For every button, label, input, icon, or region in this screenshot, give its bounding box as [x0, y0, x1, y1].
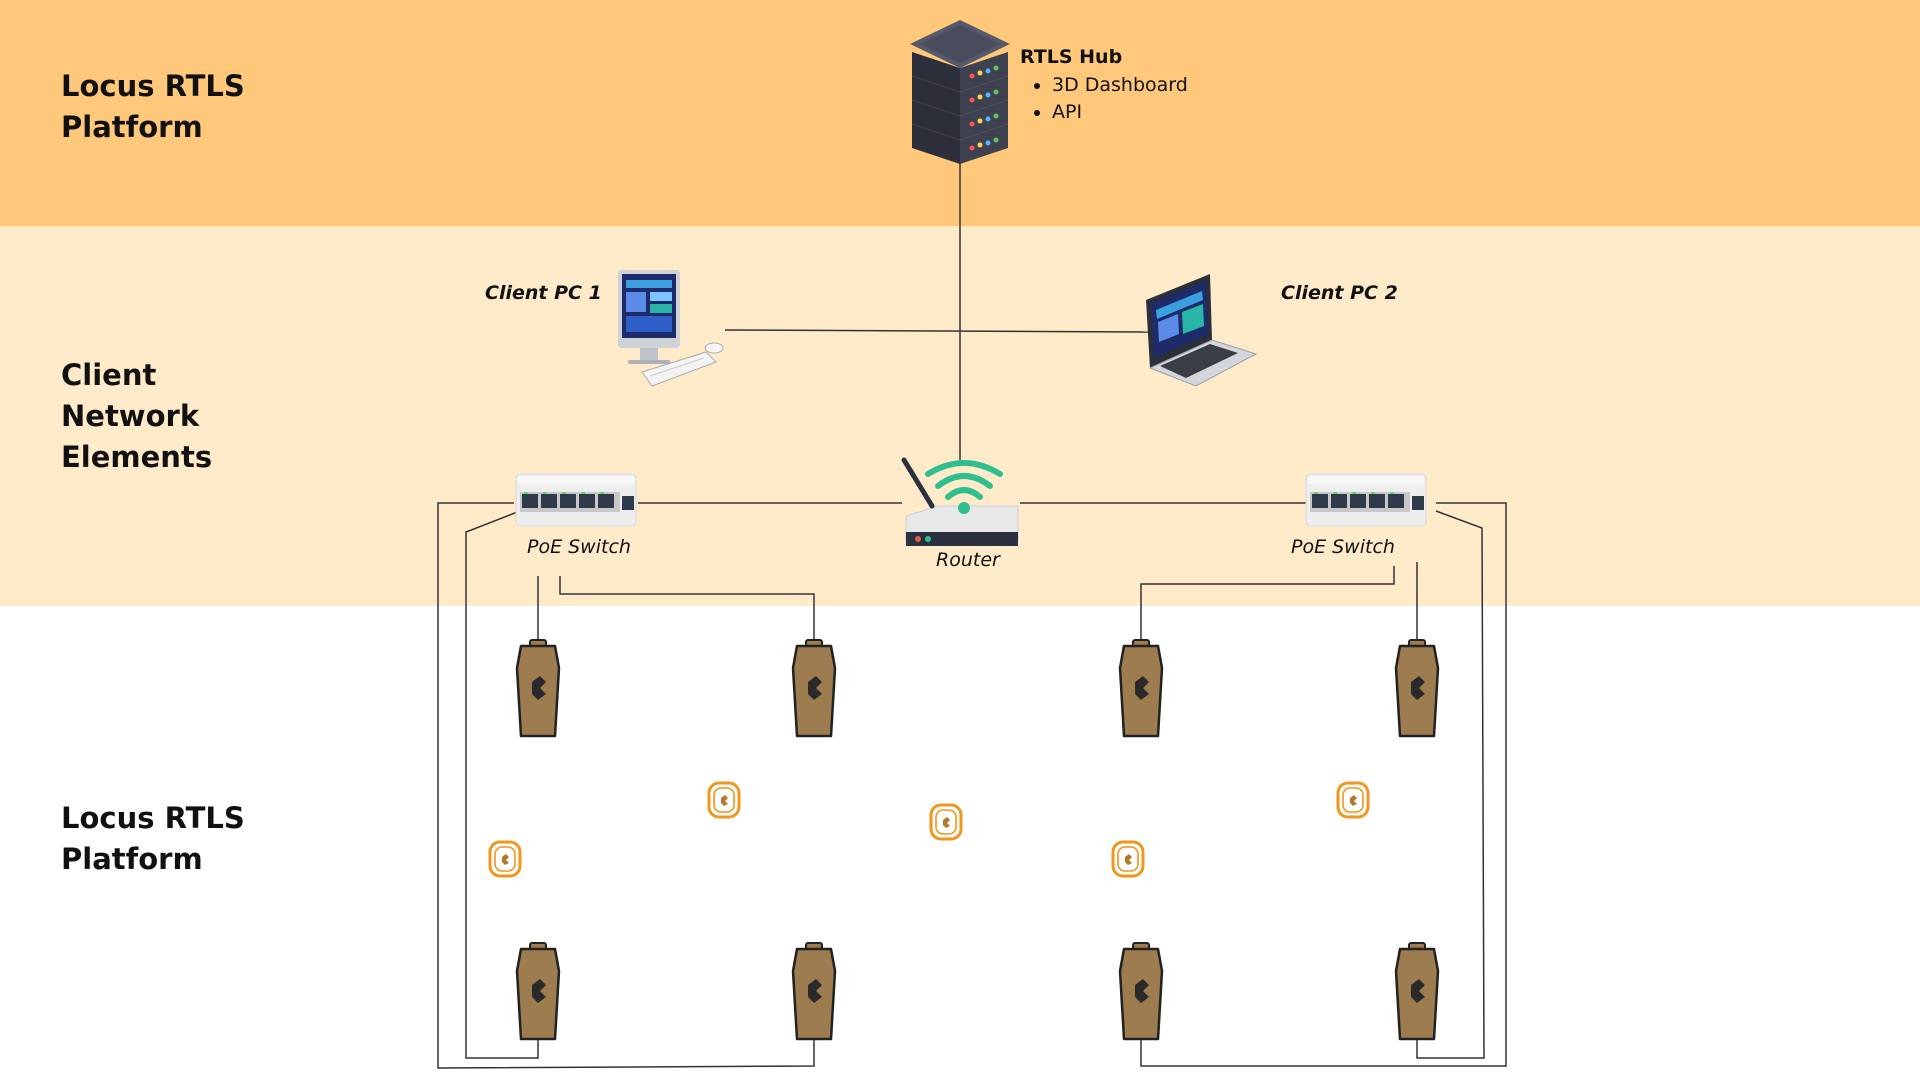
switch2-to-anchor-line: [1416, 510, 1485, 1059]
rtls-tag-icon: [929, 803, 963, 841]
poe-switch-1-label: PoE Switch: [527, 536, 631, 558]
band-label-middle: Client Network Elements: [61, 355, 212, 478]
switch2-to-anchor-line: [1140, 566, 1395, 640]
client-pc-2-label: Client PC 2: [1281, 282, 1398, 304]
pc1-to-pc2-line: [724, 329, 1151, 333]
band-label-line: Locus RTLS: [61, 69, 245, 103]
switch1-to-anchor-line: [437, 502, 815, 1069]
band-label-top: Locus RTLS Platform: [61, 66, 245, 148]
router-icon: [901, 457, 1019, 546]
router-label: Router: [936, 549, 1000, 571]
rtls-anchor-icon: [515, 941, 561, 1041]
rtls-hub-title: RTLS Hub: [1020, 46, 1123, 68]
band-label-line: Platform: [61, 110, 203, 144]
rtls-hub-feature: API: [1052, 99, 1188, 126]
rtls-anchor-icon: [515, 638, 561, 738]
switch1-to-anchor-line: [559, 576, 815, 640]
band-label-line: Elements: [61, 440, 213, 474]
rtls-anchor-icon: [1118, 941, 1164, 1041]
rtls-anchor-icon: [791, 941, 837, 1041]
tags-layer: [488, 781, 1370, 878]
band-label-line: Network: [61, 399, 200, 433]
rtls-anchor-icon: [1394, 638, 1440, 738]
connection-lines: [437, 160, 1507, 1069]
rtls-hub-info: RTLS Hub 3D Dashboard API: [1020, 44, 1188, 126]
switch1-to-anchor-line: [465, 510, 539, 1059]
rtls-anchor-icon: [1394, 941, 1440, 1041]
laptop-icon: [1146, 274, 1258, 387]
rtls-tag-icon: [1111, 840, 1145, 878]
band-label-line: Platform: [61, 842, 203, 876]
poe-switch-icon: [1305, 473, 1427, 527]
rtls-tag-icon: [1336, 781, 1370, 819]
poe-switch-2-label: PoE Switch: [1291, 536, 1395, 558]
anchors-layer: [515, 638, 1440, 1041]
rtls-tag-icon: [707, 781, 741, 819]
rtls-hub-feature: 3D Dashboard: [1052, 72, 1188, 99]
desktop-computer-icon: [618, 270, 724, 387]
client-pc-1-label: Client PC 1: [485, 282, 602, 304]
band-label-line: Client: [61, 358, 157, 392]
switch2-to-anchor-line: [1140, 502, 1507, 1067]
band-label-bottom: Locus RTLS Platform: [61, 798, 245, 880]
band-label-line: Locus RTLS: [61, 801, 245, 835]
poe-switch-icon: [515, 473, 637, 527]
rtls-hub-feature-list: 3D Dashboard API: [1020, 72, 1188, 126]
rtls-hub-server: [910, 20, 1010, 164]
rtls-tag-icon: [488, 840, 522, 878]
rtls-anchor-icon: [1118, 638, 1164, 738]
rtls-anchor-icon: [791, 638, 837, 738]
